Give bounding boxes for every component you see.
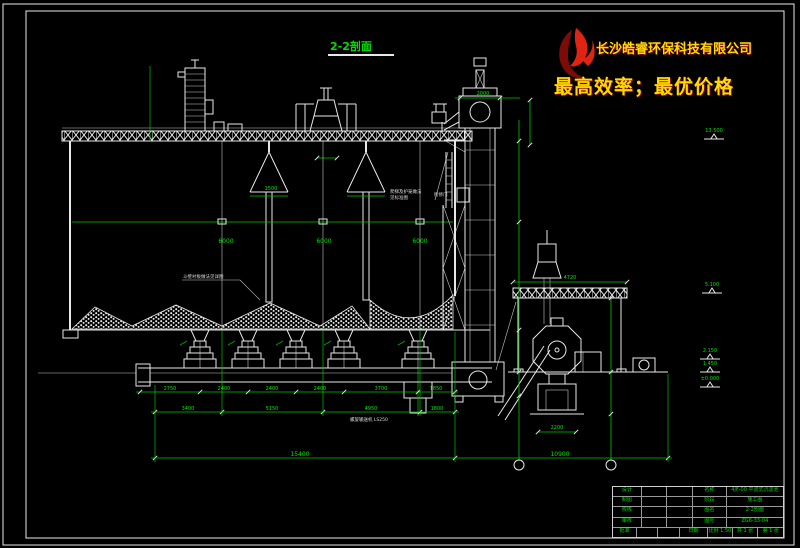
svg-text:2.150: 2.150	[703, 348, 717, 354]
svg-text:4950: 4950	[365, 406, 378, 412]
leader-notes: 爬梯及护笼做法 见标准图 斗壁衬板做法见详图 螺旋输送机 LS250	[182, 151, 449, 423]
svg-text:2400: 2400	[314, 386, 327, 392]
sign-field	[640, 497, 667, 507]
company-name: 长沙皓睿环保科技有限公司	[596, 42, 753, 57]
svg-text:2200: 2200	[551, 425, 564, 431]
svg-text:±0.000: ±0.000	[701, 376, 720, 382]
sign-label: 批准	[619, 527, 630, 534]
date-field	[657, 527, 679, 538]
sign-field	[640, 517, 667, 527]
svg-text:见标准图: 见标准图	[390, 194, 408, 201]
svg-text:5.100: 5.100	[705, 282, 719, 288]
svg-text:1500: 1500	[265, 186, 278, 192]
svg-text:螺旋输送机 LS250: 螺旋输送机 LS250	[350, 416, 388, 423]
date-field	[666, 507, 692, 517]
info-label: 图号	[692, 517, 726, 527]
svg-text:6000: 6000	[316, 238, 331, 245]
left-tower	[149, 59, 214, 141]
info-label: 阶段	[692, 497, 726, 507]
center-equipment	[295, 87, 357, 161]
sign-label: 设计	[621, 487, 632, 493]
title-block: 设计 名称 4JF-00 平流式沉淀池 制图 阶段 施工图 校核 图名 2-2剖…	[612, 486, 784, 538]
title-block-row: 批准 日期 比例 1:50 共 1 张 第 1 张	[613, 526, 783, 538]
sign-field	[635, 527, 658, 538]
svg-text:5150: 5150	[266, 406, 279, 412]
svg-text:3700: 3700	[375, 386, 388, 392]
title-block-row: 设计 名称 4JF-00 平流式沉淀池	[613, 487, 783, 497]
sheet-number-cell: 第 1 张	[757, 527, 783, 538]
section-title: 2-2剖面	[330, 40, 372, 53]
elevation-markers: 13.500 5.100 2.150 1.450 ±0.000	[699, 128, 725, 388]
svg-text:6000: 6000	[218, 238, 233, 245]
svg-text:2000: 2000	[477, 91, 490, 97]
sign-label: 审核	[621, 517, 632, 524]
walkway	[61, 103, 473, 142]
date-field	[666, 517, 692, 527]
sign-field	[640, 507, 667, 517]
date-field	[666, 487, 692, 497]
screw-conveyor	[38, 363, 492, 387]
svg-text:检修门: 检修门	[434, 191, 448, 198]
date-field	[666, 497, 692, 507]
svg-text:15400: 15400	[290, 451, 309, 458]
title-block-row: 制图 阶段 施工图	[613, 496, 783, 507]
sign-label: 制图	[621, 497, 632, 504]
svg-text:1850: 1850	[430, 386, 443, 392]
bottom-cell: 日期	[678, 527, 707, 538]
title-block-row: 审核 图号 ZG6-33-04	[613, 516, 783, 527]
svg-text:1800: 1800	[431, 406, 444, 412]
sludge-hoppers	[71, 294, 454, 330]
sheet-total-cell: 共 1 张	[731, 527, 758, 538]
scale-cell: 比例 1:50	[707, 527, 732, 538]
info-value: 4JF-00 平流式沉淀池	[725, 487, 783, 497]
flame-logo-icon	[559, 28, 595, 79]
svg-text:爬梯及护笼做法: 爬梯及护笼做法	[390, 188, 422, 195]
right-machine: 4720 2200	[495, 230, 668, 435]
sign-label: 校核	[621, 507, 632, 514]
svg-text:斗壁衬板做法见详图: 斗壁衬板做法见详图	[183, 273, 224, 280]
svg-text:4720: 4720	[564, 275, 577, 281]
sign-field	[640, 487, 667, 497]
svg-text:2750: 2750	[164, 386, 177, 392]
info-label: 名称	[692, 487, 726, 497]
company-slogan: 最高效率；最优价格	[554, 76, 735, 98]
title-block-row: 校核 图名 2-2剖面	[613, 506, 783, 517]
svg-text:3400: 3400	[182, 406, 195, 412]
info-value: 施工图	[725, 497, 783, 507]
svg-text:1.450: 1.450	[703, 361, 717, 367]
water-line: 6000 6000 6000	[72, 218, 453, 245]
drawing-number: ZG6-33-04	[725, 517, 783, 527]
svg-text:2400: 2400	[218, 386, 231, 392]
svg-text:13.500: 13.500	[705, 128, 723, 134]
section-title-underline	[328, 54, 394, 56]
sheet-frame	[2, 3, 795, 546]
svg-text:2400: 2400	[266, 386, 279, 392]
svg-text:6000: 6000	[412, 238, 427, 245]
info-label: 图名	[692, 507, 726, 517]
bucket-elevator: 检修门 2000	[434, 57, 533, 403]
info-value: 2-2剖面	[725, 507, 783, 517]
dimensions: 2750 2400 2400 2400 3700 1850 3400 5150 …	[136, 120, 672, 471]
svg-text:10900: 10900	[550, 451, 569, 458]
